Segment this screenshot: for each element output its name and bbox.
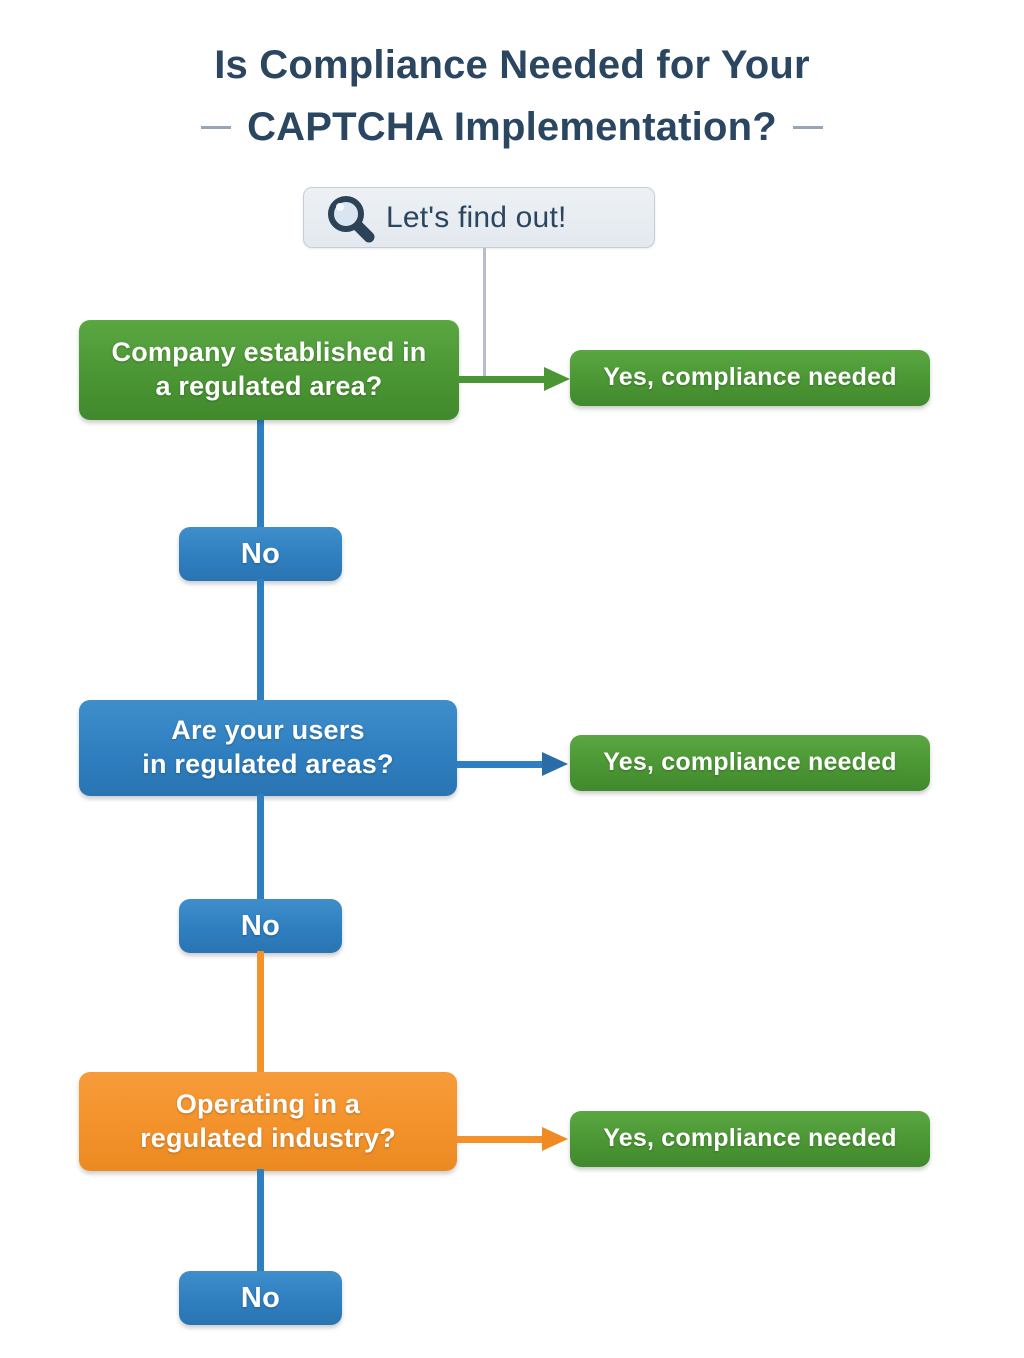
connector-no2-to-step3 <box>257 951 264 1076</box>
title-dash-left-icon <box>201 125 232 129</box>
no-chip-label: No <box>240 909 281 942</box>
title-line-2-row: CAPTCHA Implementation? <box>0 96 1024 158</box>
outcome-box-yes-compliance-3[interactable]: Yes, compliance needed <box>570 1111 930 1167</box>
connector-step1-to-no1 <box>257 418 264 531</box>
no-chip-label: No <box>240 1281 281 1314</box>
lets-find-out-badge[interactable]: Let's find out! <box>303 187 655 248</box>
connector-step3-to-no3 <box>257 1169 264 1273</box>
outcome-box-yes-compliance-2[interactable]: Yes, compliance needed <box>570 735 930 791</box>
magnifier-icon <box>328 195 375 242</box>
title-dash-right-icon <box>792 125 823 129</box>
title-line-1: Is Compliance Needed for Your <box>214 43 810 87</box>
badge-connector-line <box>483 248 486 378</box>
decision-label: Operating in a regulated industry? <box>140 1088 396 1153</box>
page-title: Is Compliance Needed for Your CAPTCHA Im… <box>0 34 1024 158</box>
decision-label: Are your users in regulated areas? <box>142 715 394 779</box>
outcome-label: Yes, compliance needed <box>603 1124 897 1153</box>
decision-box-users-regulated-areas[interactable]: Are your users in regulated areas? <box>79 700 457 796</box>
decision-label: Company established in a regulated area? <box>111 337 427 401</box>
title-line-2: CAPTCHA Implementation? <box>247 105 777 149</box>
connector-step2-to-no2 <box>257 794 264 901</box>
badge-label: Let's find out! <box>386 200 567 234</box>
outcome-box-yes-compliance-1[interactable]: Yes, compliance needed <box>570 350 930 406</box>
connector-no1-to-step2 <box>257 579 264 703</box>
outcome-label: Yes, compliance needed <box>603 363 897 392</box>
no-chip-3[interactable]: No <box>179 1271 342 1325</box>
outcome-label: Yes, compliance needed <box>603 748 897 777</box>
no-chip-1[interactable]: No <box>179 527 342 581</box>
arrow-step3-yes <box>457 1127 568 1151</box>
decision-box-company-regulated-area[interactable]: Company established in a regulated area? <box>79 320 459 420</box>
no-chip-label: No <box>240 537 281 570</box>
arrow-step2-yes <box>457 752 568 776</box>
no-chip-2[interactable]: No <box>179 899 342 953</box>
arrow-step1-yes <box>459 367 570 391</box>
decision-box-regulated-industry[interactable]: Operating in a regulated industry? <box>79 1072 457 1171</box>
